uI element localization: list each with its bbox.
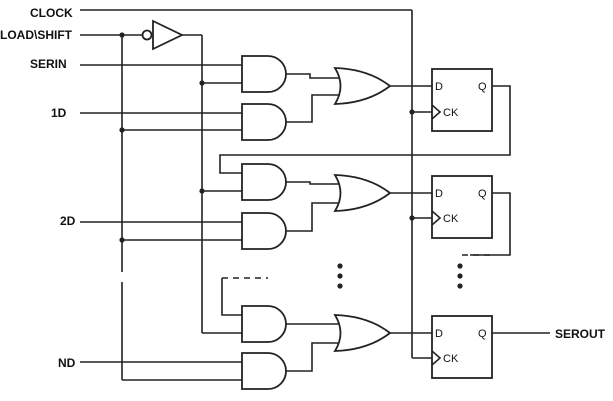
clock-wire — [80, 9, 432, 359]
and-gate-stageN-shift — [241, 305, 287, 343]
and-gate-stage1-shift — [241, 55, 287, 93]
or-stage1-wires — [286, 73, 432, 123]
svg-text:D: D — [435, 188, 443, 200]
and-gate-stage2-shift — [241, 163, 287, 201]
serout-label: SEROUT — [555, 327, 606, 341]
qn1-to-stageN-wire — [221, 278, 242, 316]
or-stage2-wires — [286, 181, 432, 232]
continuation-dots — [337, 263, 463, 289]
and-gate-stage1-load — [241, 103, 287, 141]
input-nd-label: ND — [58, 356, 76, 370]
input-2d-label: 2D — [60, 214, 76, 228]
load-shift-label: LOAD\SHIFT — [0, 28, 73, 42]
flipflop-stageN: D Q CK — [431, 315, 493, 379]
q1-to-stage2-wire — [219, 85, 511, 174]
svg-text:D: D — [435, 81, 443, 93]
load-shift-wire — [80, 32, 242, 381]
input-1d-label: 1D — [51, 106, 67, 120]
svg-text:CK: CK — [443, 353, 459, 365]
clock-label: CLOCK — [30, 6, 73, 20]
or-stageN-wires — [286, 323, 432, 372]
inverter-gate — [141, 19, 185, 51]
and-gate-stage2-load — [241, 212, 287, 250]
or-gate-stageN — [333, 314, 392, 352]
svg-text:D: D — [435, 328, 443, 340]
svg-text:Q: Q — [478, 328, 487, 340]
flipflop-stage1: D Q CK — [431, 68, 493, 132]
and-gate-stageN-load — [241, 352, 287, 390]
serin-label: SERIN — [30, 57, 67, 71]
svg-text:CK: CK — [443, 107, 459, 119]
or-gate-stage1 — [333, 67, 392, 105]
svg-text:CK: CK — [443, 213, 459, 225]
svg-text:Q: Q — [478, 188, 487, 200]
svg-text:Q: Q — [478, 81, 487, 93]
flipflop-stage2: D Q CK — [431, 175, 493, 239]
or-gate-stage2 — [333, 174, 392, 212]
